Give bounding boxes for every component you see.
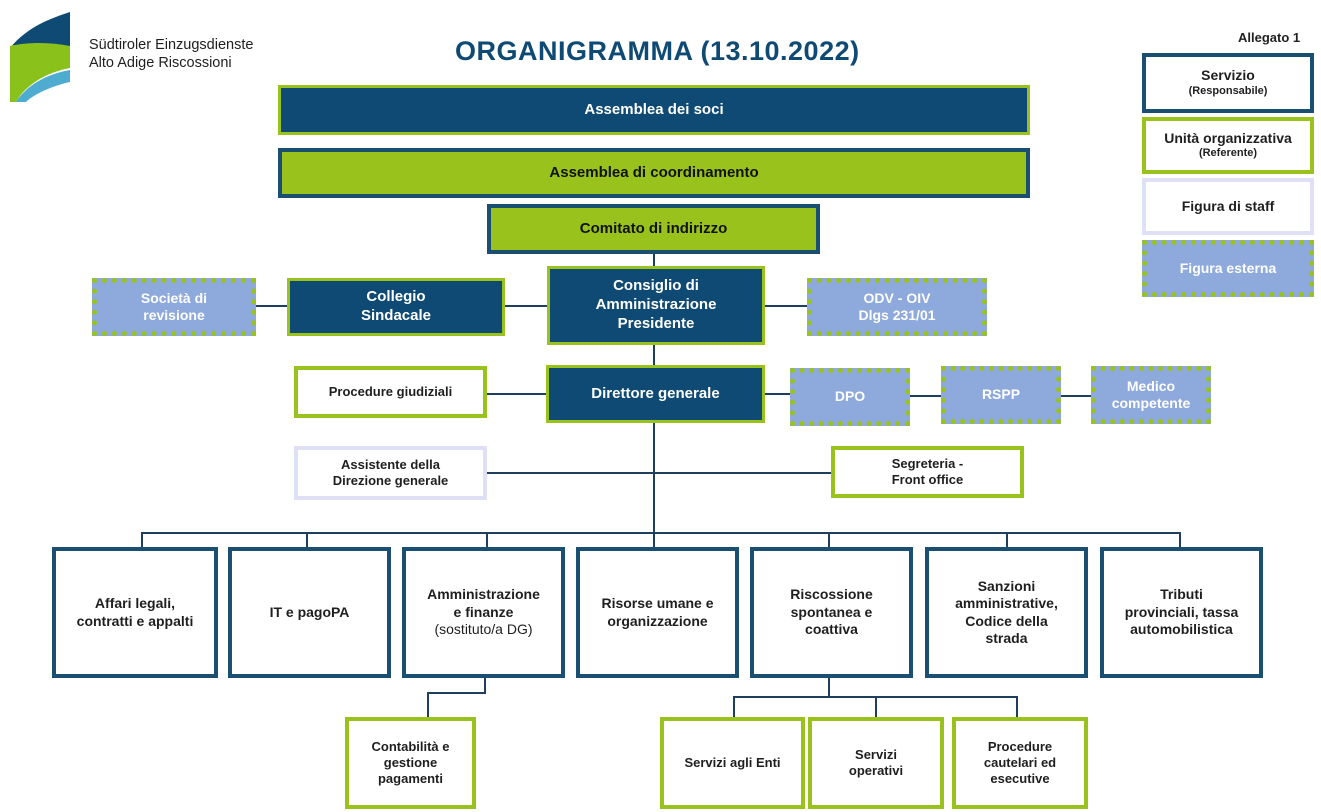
connector-dpo-rspp — [908, 395, 944, 397]
connector-direttore-dpo — [763, 393, 793, 395]
collegio-box: Collegio Sindacale — [287, 278, 505, 336]
unita-servizi-enti: Servizi agli Enti — [660, 717, 805, 809]
direttore-label: Direttore generale — [591, 384, 720, 402]
servizio-amministrazione-sub: (sostituto/a DG) — [434, 621, 533, 638]
assemblea-soci-box: Assemblea dei soci — [278, 85, 1030, 135]
unita-contabilita: Contabilità e gestione pagamenti — [345, 717, 476, 809]
assemblea-coordinamento-label: Assemblea di coordinamento — [549, 163, 759, 181]
servizio-sanzioni-label: Sanzioni amministrative, Codice della st… — [955, 577, 1058, 647]
legend-unita-label: Unità organizzativa — [1164, 129, 1292, 146]
servizio-affari-legali: Affari legali, contratti e appalti — [52, 547, 218, 678]
connector-sanzioni — [1006, 532, 1008, 548]
consiglio-box: Consiglio di Amministrazione Presidente — [547, 266, 765, 345]
direttore-box: Direttore generale — [546, 365, 765, 423]
connector-amm-contabilita-v — [427, 692, 429, 718]
connector-riscossione — [828, 532, 830, 548]
assemblea-coordinamento-box: Assemblea di coordinamento — [278, 148, 1030, 198]
legend-servizio: Servizio (Responsabile) — [1142, 53, 1314, 113]
connector-consiglio-direttore — [653, 344, 655, 366]
collegio-label: Collegio Sindacale — [360, 288, 432, 324]
servizio-tributi-label: Tributi provinciali, tassa automobilisti… — [1124, 586, 1239, 638]
societa-revisione-label: Società di revisione — [140, 289, 208, 324]
connector-direttore-servizi — [653, 423, 655, 533]
societa-revisione-box: Società di revisione — [92, 278, 256, 336]
connector-amm-contabilita — [484, 677, 486, 694]
segreteria-box: Segreteria - Front office — [831, 446, 1024, 498]
dpo-box: DPO — [790, 368, 910, 426]
procedure-giudiziali-label: Procedure giudiziali — [328, 383, 453, 399]
medico-box: Medico competente — [1091, 366, 1211, 424]
odv-label: ODV - OIV Dlgs 231/01 — [858, 289, 936, 324]
connector-amm-contabilita-h — [427, 692, 486, 694]
servizio-it: IT e pagoPA — [228, 547, 391, 678]
assistente-label: Assistente della Direzione generale — [332, 456, 449, 488]
servizio-risorse-label: Risorse umane e organizzazione — [601, 595, 714, 629]
servizio-risorse: Risorse umane e organizzazione — [576, 547, 739, 678]
connector-procedure-direttore — [486, 393, 548, 395]
comitato-box: Comitato di indirizzo — [487, 204, 820, 254]
legend-staff: Figura di staff — [1142, 178, 1314, 235]
dpo-label: DPO — [834, 388, 866, 405]
company-name-it: Alto Adige Riscossioni — [89, 55, 232, 72]
company-name: Südtiroler Einzugsdienste Alto Adige Ris… — [89, 36, 253, 72]
legend-esterna: Figura esterna — [1142, 240, 1314, 297]
page-title: ORGANIGRAMMA (13.10.2022) — [455, 36, 860, 66]
servizio-amministrazione: Amministrazione e finanze (sostituto/a D… — [402, 547, 565, 678]
segreteria-label: Segreteria - Front office — [891, 455, 964, 487]
servizio-tributi: Tributi provinciali, tassa automobilisti… — [1100, 547, 1263, 678]
unita-servizi-operativi: Servizi operativi — [808, 717, 944, 809]
legend-unita: Unità organizzativa (Referente) — [1142, 117, 1314, 174]
consiglio-label: Consiglio di Amministrazione Presidente — [595, 277, 717, 332]
comitato-label: Comitato di indirizzo — [579, 219, 728, 237]
servizio-it-label: IT e pagoPA — [269, 603, 350, 620]
servizio-affari-legali-label: Affari legali, contratti e appalti — [76, 595, 194, 629]
company-name-de: Südtiroler Einzugsdienste — [89, 37, 254, 53]
legend-staff-label: Figura di staff — [1181, 197, 1275, 214]
legend-servizio-label: Servizio — [1201, 67, 1255, 84]
connector-rspp-medico — [1059, 395, 1094, 397]
company-logo — [10, 12, 70, 102]
unita-servizi-operativi-label: Servizi operativi — [848, 746, 904, 778]
servizio-riscossione-label: Riscossione spontanea e coattiva — [790, 586, 873, 638]
connector-affari — [141, 532, 143, 548]
connector-staff — [486, 472, 834, 474]
connector-operativi — [875, 696, 877, 719]
unita-procedure-cautelari: Procedure cautelari ed esecutive — [952, 717, 1088, 809]
connector-revisione-collegio — [254, 305, 288, 307]
unita-procedure-cautelari-label: Procedure cautelari ed esecutive — [983, 738, 1057, 787]
procedure-giudiziali-box: Procedure giudiziali — [294, 366, 487, 418]
legend-servizio-sub: (Responsabile) — [1188, 84, 1268, 97]
connector-collegio-consiglio — [504, 305, 549, 307]
connector-risorse — [653, 532, 655, 548]
servizio-riscossione: Riscossione spontanea e coattiva — [750, 547, 913, 678]
unita-servizi-enti-label: Servizi agli Enti — [684, 754, 781, 770]
connector-servizi-bus — [141, 532, 1181, 534]
odv-box: ODV - OIV Dlgs 231/01 — [807, 278, 987, 336]
assistente-box: Assistente della Direzione generale — [294, 446, 487, 500]
servizio-sanzioni: Sanzioni amministrative, Codice della st… — [925, 547, 1088, 678]
legend-unita-sub: (Referente) — [1198, 147, 1258, 160]
connector-tributi — [1179, 532, 1181, 548]
servizio-amministrazione-label: Amministrazione e finanze — [427, 586, 540, 620]
rspp-box: RSPP — [941, 366, 1061, 424]
medico-label: Medico competente — [1111, 377, 1191, 412]
assemblea-soci-label: Assemblea dei soci — [584, 100, 724, 118]
connector-consiglio-odv — [763, 305, 810, 307]
unita-contabilita-label: Contabilità e gestione pagamenti — [371, 738, 450, 787]
connector-it — [306, 532, 308, 548]
connector-riscossione-unita — [828, 677, 830, 697]
connector-amministrazione — [486, 532, 488, 548]
legend-esterna-label: Figura esterna — [1179, 259, 1277, 276]
connector-enti — [733, 696, 735, 719]
attachment-label: Allegato 1 — [1238, 30, 1301, 45]
rspp-label: RSPP — [981, 386, 1021, 403]
connector-cautelari — [1016, 696, 1018, 719]
